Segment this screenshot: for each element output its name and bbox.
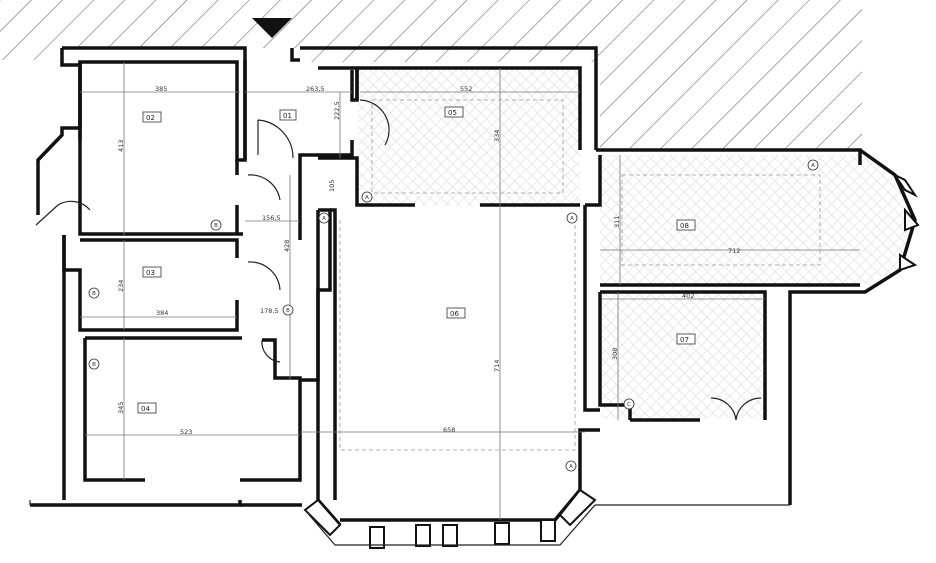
room-label-03: 03 — [142, 266, 162, 278]
room-number: 08 — [680, 222, 689, 230]
dimension-lines — [80, 62, 860, 520]
dim-428: 428 — [283, 240, 291, 252]
axis-label: B — [286, 308, 290, 314]
axis-label: C — [627, 402, 631, 408]
axis-marker-a: A — [807, 159, 819, 171]
floor-08 — [600, 155, 915, 285]
dim-04-width: 523 — [180, 428, 192, 436]
axis-marker-a: A — [565, 460, 577, 472]
room-number: 05 — [448, 109, 457, 117]
dim-08-width: 712 — [728, 247, 740, 255]
axis-marker-a: A — [318, 212, 330, 224]
axis-marker-a: A — [566, 212, 578, 224]
axis-label: B — [214, 223, 218, 229]
room-number: 07 — [680, 336, 689, 344]
dim-156: 156,5 — [262, 214, 281, 222]
dim-05-height: 334 — [493, 130, 501, 142]
room-label-08: 08 — [676, 219, 696, 231]
dim-07-height: 308 — [611, 348, 619, 360]
axis-label: A — [322, 216, 326, 222]
dimension-labels: 385 413 263,5 222,5 552 334 105 156,5 42… — [117, 85, 740, 436]
dim-04-height: 345 — [117, 402, 125, 414]
axis-marker-b: B — [88, 358, 100, 370]
bay-piers — [303, 172, 920, 549]
dim-06-height: 714 — [493, 360, 501, 372]
axis-marker-b: B — [210, 219, 222, 231]
axis-label: B — [92, 362, 96, 368]
axis-marker-a: A — [361, 191, 373, 203]
floor-07 — [602, 292, 765, 418]
room-label-02: 02 — [142, 111, 162, 123]
dim-07-width: 402 — [682, 292, 694, 300]
axis-marker-b: B — [88, 287, 100, 299]
axis-label: A — [811, 163, 815, 169]
bay-outline — [304, 504, 596, 546]
floor-05 — [358, 68, 580, 206]
dim-corridor: 105 — [328, 180, 336, 192]
room-label-06: 06 — [446, 307, 466, 319]
room-label-07: 07 — [676, 333, 696, 345]
axis-label: A — [570, 216, 574, 222]
room-label-05: 05 — [444, 106, 464, 118]
dim-08-height: 311 — [613, 216, 621, 228]
room-label-04: 04 — [137, 402, 157, 414]
room-number: 03 — [146, 269, 155, 277]
room-number: 02 — [146, 114, 155, 122]
exterior-hatch — [0, 0, 862, 150]
dim-02-width: 385 — [155, 85, 167, 93]
dim-02-height: 413 — [117, 140, 125, 152]
axis-label: B — [92, 291, 96, 297]
room-number: 01 — [283, 112, 292, 120]
dim-178: 178,5 — [260, 307, 279, 315]
room-number: 06 — [450, 310, 459, 318]
dim-01-height: 222,5 — [333, 101, 341, 120]
dim-06-width: 658 — [443, 426, 455, 434]
axis-marker-c: C — [623, 398, 635, 410]
room-label-01: 01 — [279, 109, 297, 121]
dim-05-width: 552 — [460, 85, 472, 93]
axis-label: A — [569, 464, 573, 470]
dim-01-width: 263,5 — [306, 85, 325, 93]
axis-label: A — [365, 195, 369, 201]
axis-marker-b: B — [282, 304, 294, 316]
room-number: 04 — [141, 405, 150, 413]
doors — [35, 99, 762, 421]
axis-markers: A A A A A B B B B C — [88, 159, 819, 472]
garden-outline — [29, 500, 790, 506]
dim-03-width: 384 — [156, 309, 168, 317]
dim-03-height: 234 — [117, 280, 125, 292]
entrance-arrow-icon — [252, 18, 292, 38]
